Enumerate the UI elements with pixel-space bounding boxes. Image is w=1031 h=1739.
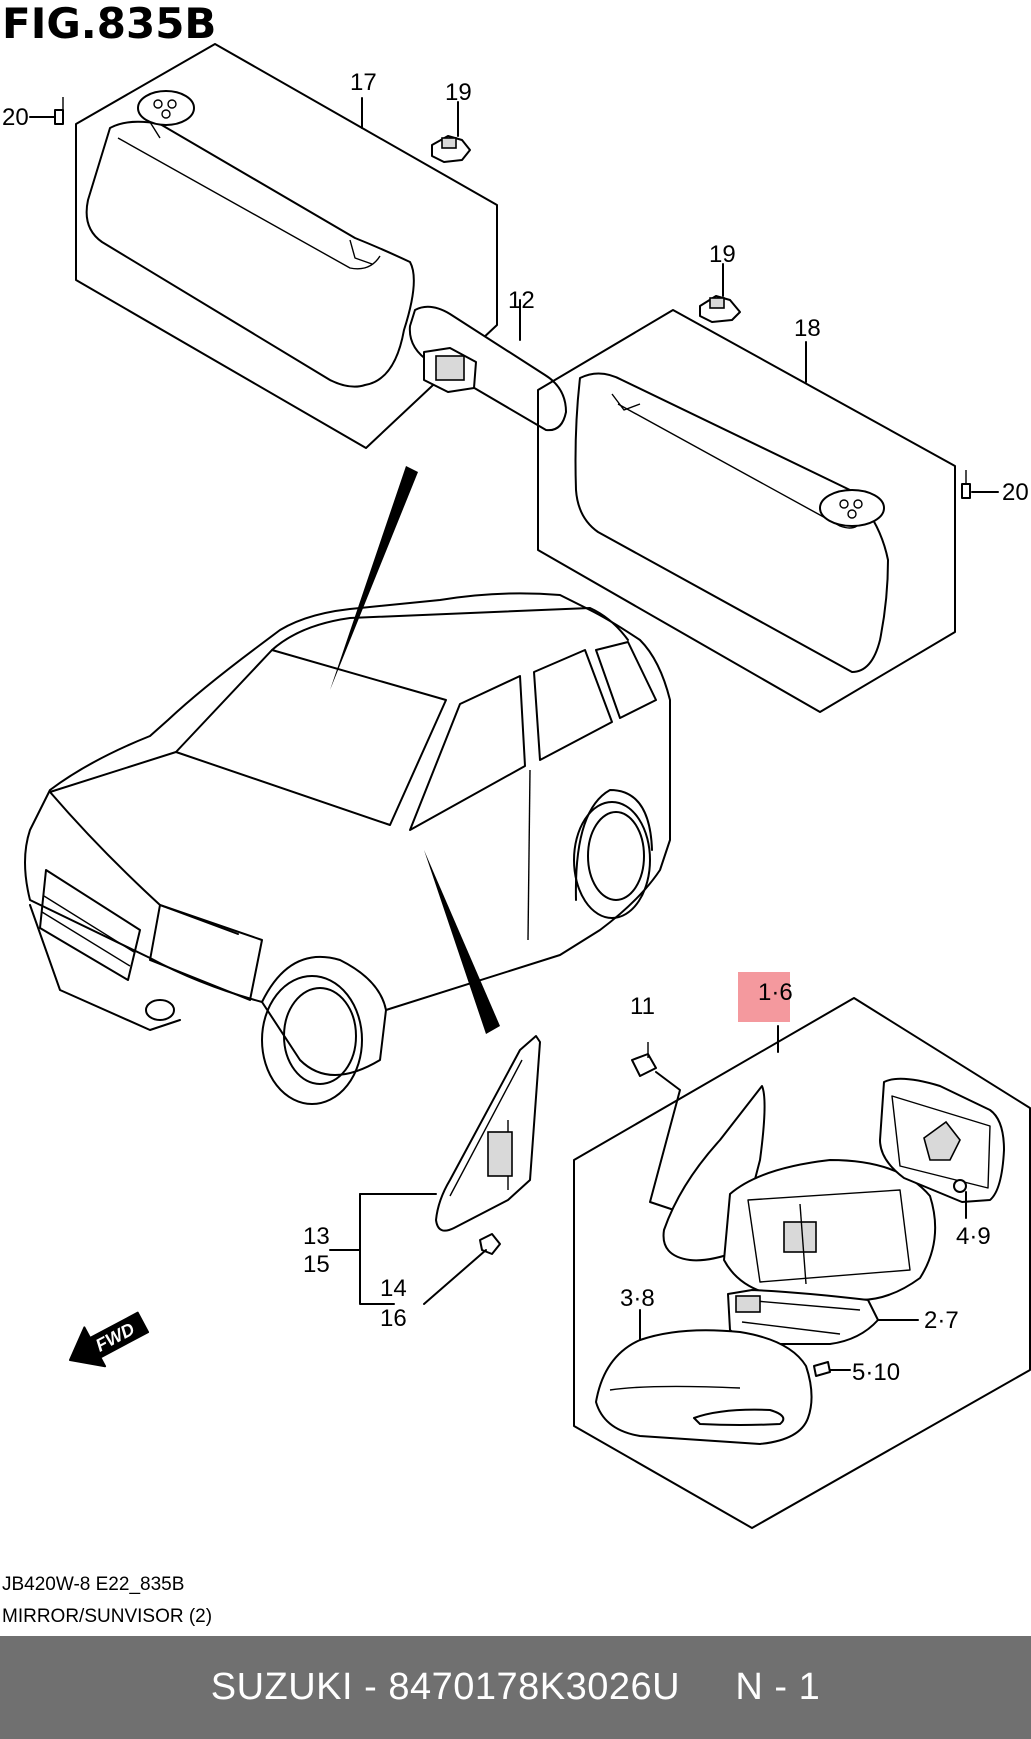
- figure-title: FIG.835B: [2, 0, 216, 48]
- callout-16: 16: [380, 1305, 407, 1332]
- callout-11: 11: [630, 993, 655, 1020]
- rear-view-mirror: [408, 299, 567, 432]
- screw-20-right: [961, 483, 971, 499]
- bracket-19-top: [431, 101, 471, 163]
- footer-bar: SUZUKI - 8470178K3026U N - 1: [0, 1636, 1031, 1739]
- callout-12: 12: [508, 287, 535, 314]
- sunvisor-left-group: [29, 43, 498, 449]
- callout-1-6: 1·6: [758, 979, 793, 1006]
- screw-5-10: [813, 1361, 831, 1377]
- callout-13: 13: [303, 1223, 330, 1250]
- sunvisor-left: [85, 120, 415, 388]
- sunvisor-right-frame: [537, 309, 956, 713]
- mount-screw: [479, 1233, 501, 1255]
- footer-part-number: SUZUKI - 8470178K3026U N - 1: [210, 1666, 821, 1708]
- callout-20-left: 20: [2, 104, 29, 131]
- figure-code: JB420W-8 E22_835B: [2, 1574, 184, 1595]
- callout-4-9: 4·9: [956, 1223, 991, 1250]
- callout-5-10: 5·10: [852, 1359, 900, 1386]
- sunvisor-right-clip: [819, 489, 885, 527]
- callout-20-right: 20: [1002, 479, 1029, 506]
- callout-2-7: 2·7: [924, 1307, 959, 1334]
- outer-mirror-frame: [573, 997, 1031, 1529]
- pointer-mirror: [424, 850, 500, 1034]
- callout-14: 14: [380, 1275, 407, 1302]
- fwd-arrow: FWD: [69, 1311, 150, 1368]
- callout-19-top: 19: [445, 79, 472, 106]
- callout-15: 15: [303, 1251, 330, 1278]
- figure-caption: MIRROR/SUNVISOR (2): [2, 1606, 212, 1627]
- callout-3-8: 3·8: [620, 1285, 655, 1312]
- outer-mirror-group: [573, 972, 1031, 1529]
- vehicle-outline: [24, 592, 671, 1105]
- mirror-mount: [329, 1035, 541, 1305]
- sunvisor-right-group: [537, 309, 999, 713]
- callout-18: 18: [794, 315, 821, 342]
- highlight-box: [738, 972, 790, 1022]
- callout-19-mid: 19: [709, 241, 736, 268]
- nut-11: [631, 1053, 657, 1077]
- sunvisor-left-clip: [137, 90, 195, 126]
- screw-20-left: [54, 109, 64, 125]
- pointer-sunvisor: [330, 466, 418, 690]
- bracket-19-mid: [699, 263, 741, 323]
- sunvisor-left-frame: [75, 43, 498, 449]
- callout-17: 17: [350, 69, 377, 96]
